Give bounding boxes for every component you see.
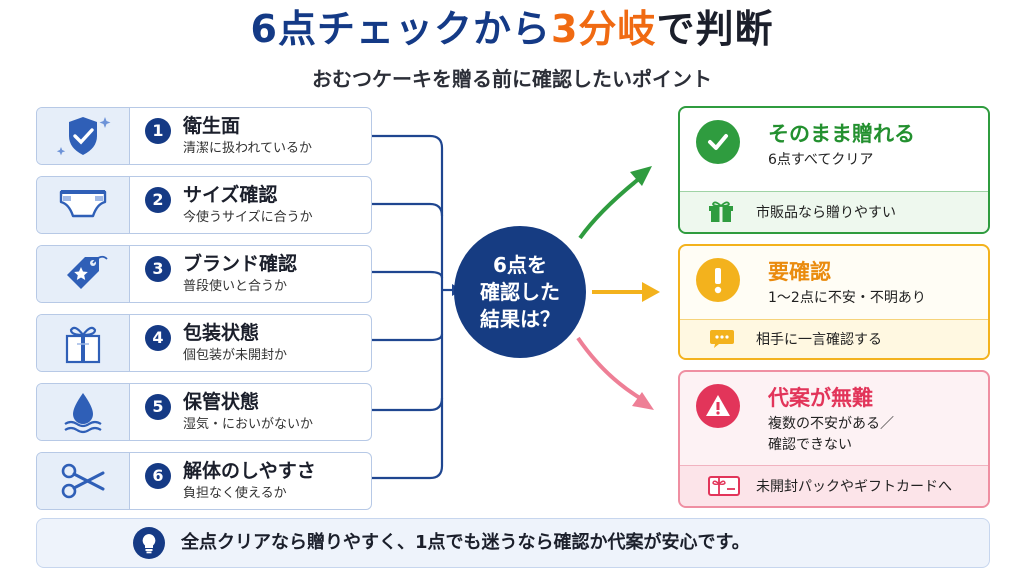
exclamation-icon	[696, 258, 740, 302]
result-footer-text: 相手に一言確認する	[756, 332, 882, 348]
check-number: 2	[145, 187, 171, 213]
shield-icon	[56, 117, 111, 156]
title-part-1: 6点チェックから	[250, 7, 551, 51]
check-item-disassembly: 6 解体のしやすさ 負担なく使えるか	[36, 452, 372, 510]
diaper-icon	[59, 190, 107, 218]
check-number: 4	[145, 325, 171, 351]
result-description-2: 確認できない	[768, 437, 852, 453]
gift-icon	[708, 200, 734, 224]
check-item-storage: 5 保管状態 湿気・においがないか	[36, 383, 372, 441]
gift-box-icon	[65, 326, 101, 364]
result-send-as-is: そのまま贈れる 6点すべてクリア 市販品なら贈りやすい	[678, 106, 990, 234]
summary-text: 全点クリアなら贈りやすく、1点でも迷うなら確認か代案が安心です。	[181, 532, 750, 553]
check-item-size: 2 サイズ確認 今使うサイズに合うか	[36, 176, 372, 234]
check-label: 解体のしやすさ	[183, 460, 316, 482]
result-description-1: 複数の不安がある／	[768, 416, 894, 432]
page-subtitle: おむつケーキを贈る前に確認したいポイント	[312, 67, 712, 91]
result-description: 1〜2点に不安・不明あり	[768, 290, 926, 306]
check-label: 衛生面	[183, 115, 241, 137]
check-label: サイズ確認	[183, 184, 278, 206]
check-number: 5	[145, 394, 171, 420]
lightbulb-icon	[133, 527, 165, 559]
check-label: 包装状態	[183, 322, 260, 344]
check-description: 清潔に扱われているか	[183, 141, 312, 156]
result-description: 6点すべてクリア	[768, 152, 874, 168]
arrow-green-line	[578, 176, 642, 240]
merge-lines	[372, 134, 452, 480]
chat-bubble-icon	[708, 327, 736, 351]
result-alternative: 代案が無難 複数の不安がある／ 確認できない 未開封パックやギフトカードへ	[678, 370, 990, 508]
result-title: そのまま贈れる	[768, 122, 915, 146]
water-drop-icon	[64, 393, 102, 434]
result-footer-text: 市販品なら贈りやすい	[756, 205, 896, 221]
title-part-2: 3分岐	[550, 7, 657, 51]
check-description: 今使うサイズに合うか	[183, 210, 313, 225]
result-title: 代案が無難	[768, 386, 873, 410]
check-description: 個包装が未開封か	[183, 348, 288, 363]
check-description: 普段使いと合うか	[183, 279, 288, 294]
result-footer: 市販品なら贈りやすい	[680, 191, 988, 232]
check-number: 6	[145, 463, 171, 489]
result-needs-check: 要確認 1〜2点に不安・不明あり 相手に一言確認する	[678, 244, 990, 360]
merge-line-2	[372, 202, 444, 217]
gift-card-icon	[708, 475, 740, 497]
arrow-yellow-head	[642, 282, 660, 302]
decision-center-circle: 6点を 確認した 結果は？	[454, 226, 586, 358]
check-description: 負担なく使えるか	[183, 486, 287, 501]
tag-icon	[67, 255, 108, 289]
page-title: 6点チェックから3分岐で判断	[0, 4, 1024, 54]
merge-line-3	[372, 270, 444, 279]
check-icon	[696, 120, 740, 164]
result-footer: 相手に一言確認する	[680, 319, 988, 358]
summary-bar: 全点クリアなら贈りやすく、1点でも迷うなら確認か代案が安心です。	[36, 518, 990, 568]
merge-line-4	[372, 333, 444, 342]
arrow-green-head	[630, 166, 652, 186]
result-title: 要確認	[768, 260, 831, 284]
check-number: 1	[145, 118, 171, 144]
check-item-hygiene: 1 衛生面 清潔に扱われているか	[36, 107, 372, 165]
merge-bracket	[372, 134, 444, 480]
check-label: 保管状態	[183, 391, 260, 413]
arrow-red-line	[576, 336, 642, 400]
scissors-icon	[61, 463, 105, 499]
check-label: ブランド確認	[183, 253, 298, 275]
merge-line-5	[372, 397, 444, 412]
warning-icon	[696, 384, 740, 428]
check-item-packaging: 4 包装状態 個包装が未開封か	[36, 314, 372, 372]
arrow-red-head	[632, 392, 654, 410]
check-number: 3	[145, 256, 171, 282]
check-item-brand: 3 ブランド確認 普段使いと合うか	[36, 245, 372, 303]
title-part-3: で判断	[656, 7, 774, 51]
check-description: 湿気・においがないか	[183, 417, 314, 432]
result-footer: 未開封パックやギフトカードへ	[680, 465, 988, 506]
result-footer-text: 未開封パックやギフトカードへ	[756, 479, 952, 495]
